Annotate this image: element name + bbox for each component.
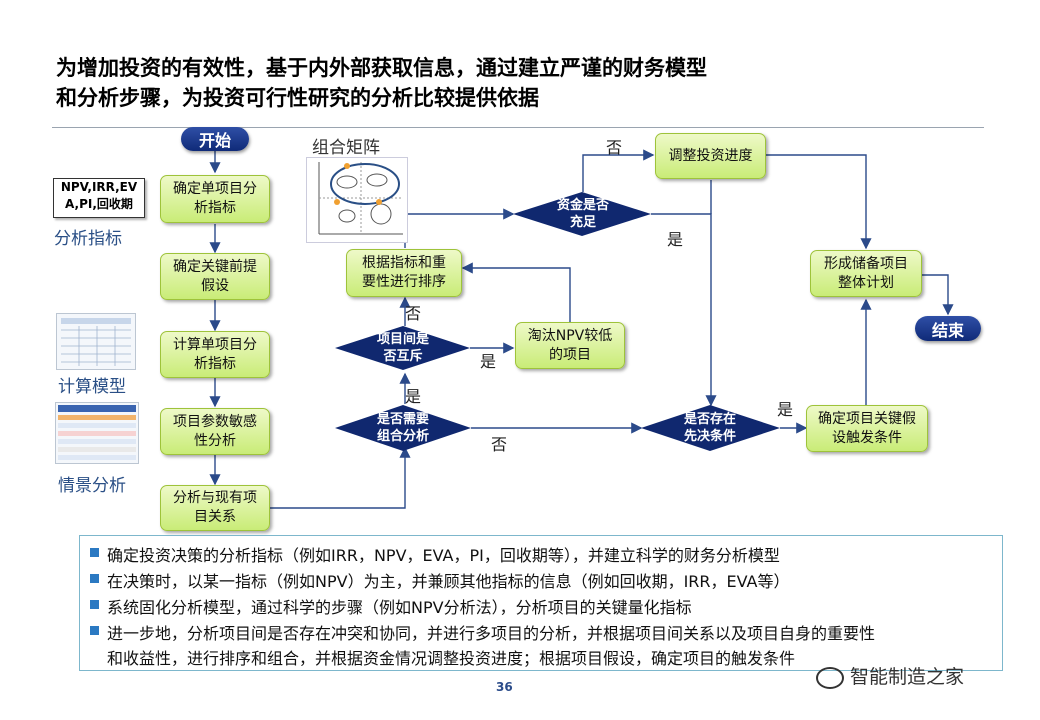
arrow-eliminate-rank xyxy=(461,262,571,322)
spreadsheet-icon xyxy=(61,318,131,366)
watermark-text: 智能制造之家 xyxy=(850,666,965,688)
diamond-mutex: 项目间是否互斥 xyxy=(376,332,429,364)
flow-end: 结束 xyxy=(915,316,981,341)
scenario-thumbnail xyxy=(55,402,139,464)
metrics-label: 分析指标 xyxy=(54,229,122,249)
bullet-icon xyxy=(90,599,99,609)
title-line-2: 和分析步骤，为投资可行性研究的分析比较提供依据 xyxy=(56,86,539,110)
step-define-single-metrics: 确定单项目分析指标 xyxy=(160,175,270,223)
label-yes-prereq: 是 xyxy=(777,400,794,419)
scenario-label: 情景分析 xyxy=(58,476,126,496)
arrow-reserve-end xyxy=(922,274,954,316)
label-no-mutex: 否 xyxy=(405,304,422,323)
label-yes-combo: 是 xyxy=(405,387,422,406)
title-line-1: 为增加投资的有效性，基于内外部获取信息，通过建立严谨的财务模型 xyxy=(56,56,707,80)
label-no-combo: 否 xyxy=(491,435,508,454)
metrics-box-line1: NPV,IRR,EV xyxy=(60,180,138,194)
diamond-prereq-shape xyxy=(641,405,780,451)
step-key-assumptions: 确定关键前提假设 xyxy=(160,253,270,300)
bullet-icon xyxy=(90,547,99,557)
step-existing-relation: 分析与现有项目关系 xyxy=(160,485,270,531)
page-number: 36 xyxy=(496,680,513,694)
bullet-icon xyxy=(90,573,99,583)
calc-model-label: 计算模型 xyxy=(58,377,126,397)
matrix-chart-icon xyxy=(318,162,403,235)
arrow-rank-funds xyxy=(404,208,515,248)
note-item-4: 进一步地，分析项目间是否存在冲突和协同，并进行多项目的分析，并根据项目间关系以及… xyxy=(90,620,875,644)
box-eliminate: 淘汰NPV较低的项目 xyxy=(515,322,625,369)
watermark: 智能制造之家 xyxy=(816,662,964,689)
diamond-combo-shape xyxy=(335,405,471,451)
note-item-3: 系统固化分析模型，通过科学的步骤（例如NPV分析法），分析项目的关键量化指标 xyxy=(90,594,692,618)
box-rank: 根据指标和重要性进行排序 xyxy=(346,249,462,297)
box-reserve: 形成储备项目整体计划 xyxy=(810,250,922,297)
calc-model-thumbnail xyxy=(56,313,136,370)
wechat-icon xyxy=(816,666,844,689)
note-item-2: 在决策时，以某一指标（例如NPV）为主，并兼顾其他指标的信息（例如回收期，IRR… xyxy=(90,568,790,592)
note-item-4-continued: 和收益性，进行排序和组合，并根据资金情况调整投资进度；根据项目假设，确定项目的触… xyxy=(107,649,796,668)
title-divider xyxy=(52,127,984,128)
note-item-1: 确定投资决策的分析指标（例如IRR，NPV，EVA，PI，回收期等），并建立科学… xyxy=(90,542,780,566)
step-calc-single-metrics: 计算单项目分析指标 xyxy=(160,331,270,378)
bullet-icon xyxy=(90,625,99,635)
diamond-mutex-shape xyxy=(335,326,470,370)
box-trigger: 确定项目关键假设触发条件 xyxy=(806,405,928,452)
arrow-funds-adjust xyxy=(582,149,655,192)
metrics-box: NPV,IRR,EV A,PI,回收期 xyxy=(53,178,145,218)
table-icon xyxy=(58,405,136,460)
arrow-adjust-reserve xyxy=(766,154,872,250)
matrix-thumbnail xyxy=(306,157,408,243)
flow-start: 开始 xyxy=(181,127,249,151)
diamond-combo: 是否需要组合分析 xyxy=(376,412,429,444)
diamond-prereq: 是否存在先决条件 xyxy=(683,412,736,444)
step-sensitivity: 项目参数敏感性分析 xyxy=(160,408,270,455)
metrics-box-line2: A,PI,回收期 xyxy=(65,197,133,211)
arrow-step5-combo xyxy=(270,446,411,509)
label-yes-funds: 是 xyxy=(667,230,684,249)
matrix-label: 组合矩阵 xyxy=(312,138,380,158)
label-yes-mutex: 是 xyxy=(480,352,497,371)
box-adjust: 调整投资进度 xyxy=(655,133,766,179)
diamond-funds-shape xyxy=(513,192,651,236)
notes-box: 确定投资决策的分析指标（例如IRR，NPV，EVA，PI，回收期等），并建立科学… xyxy=(79,535,1003,671)
diamond-funds: 资金是否充足 xyxy=(556,198,609,230)
label-no-funds: 否 xyxy=(606,138,623,157)
